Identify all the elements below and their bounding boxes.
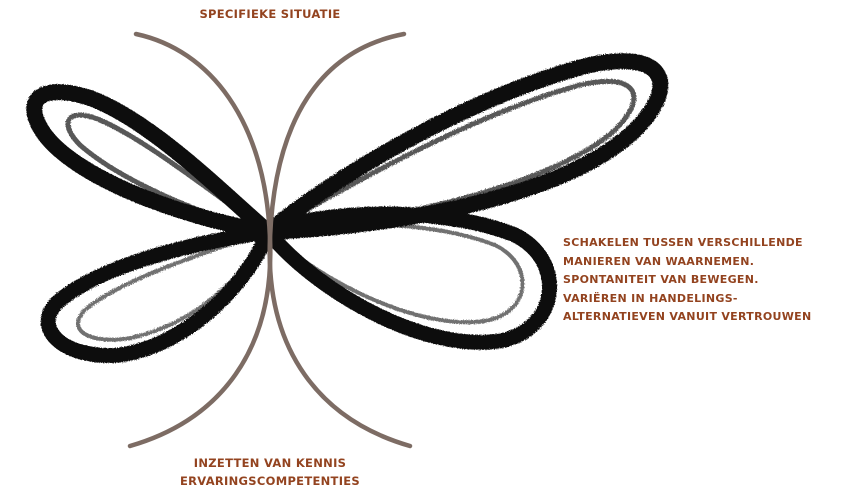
right-label-line-3: SPONTANITEIT VAN BEWEGEN.	[563, 271, 812, 290]
right-label-line-4: VARIËREN IN HANDELINGS-	[563, 290, 812, 309]
flexibility-description: SCHAKELEN TUSSEN VERSCHILLENDE MANIEREN …	[563, 234, 812, 327]
bottom-label-line-1: INZETTEN VAN KENNIS	[0, 455, 540, 473]
right-label-line-1: SCHAKELEN TUSSEN VERSCHILLENDE	[563, 234, 812, 253]
right-label-line-2: MANIEREN VAN WAARNEMEN.	[563, 253, 812, 272]
right-label-line-5: ALTERNATIEVEN VANUIT VERTROUWEN	[563, 308, 812, 327]
arcs	[130, 34, 410, 446]
right-arc	[270, 34, 410, 446]
bottom-label-line-2: ERVARINGSCOMPETENTIES	[0, 473, 540, 491]
specific-situation-label: SPECIFIEKE SITUATIE	[0, 6, 540, 24]
knowledge-competences-label: INZETTEN VAN KENNIS ERVARINGSCOMPETENTIE…	[0, 455, 540, 490]
upper-left-wing	[34, 92, 268, 232]
upper-right-wing	[268, 61, 660, 232]
lower-left-wing	[48, 232, 268, 355]
